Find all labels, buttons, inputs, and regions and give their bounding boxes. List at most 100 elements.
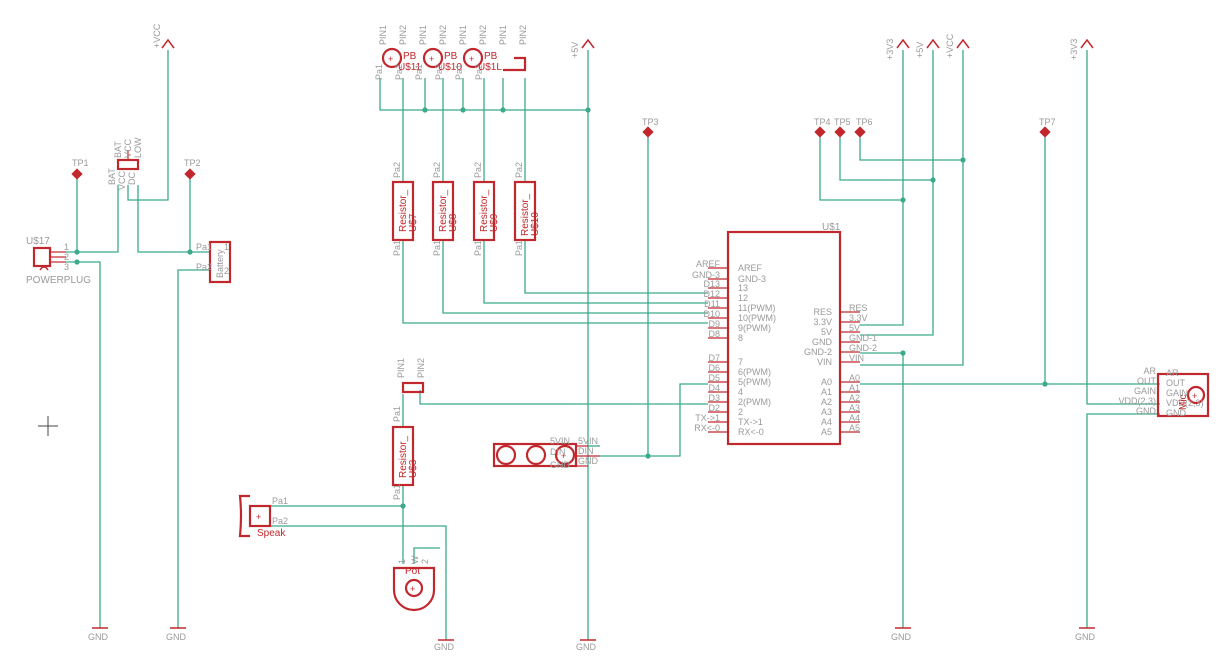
arduino-pin-label: RX<-0 xyxy=(694,423,720,433)
battery[interactable]: Pa1 Pa2 Battery 1 2 xyxy=(196,240,232,284)
test-point-tp3[interactable]: TP3 xyxy=(642,117,659,138)
resistor-u7[interactable]: Pa2 Pa1 Resistor_ U$7 xyxy=(391,162,419,256)
junctions xyxy=(74,107,1048,509)
svg-text:GND: GND xyxy=(166,632,187,642)
arduino-pin-label: A0 xyxy=(849,373,860,383)
mic-pin-label: GAIN xyxy=(1134,386,1156,396)
resistor-u3[interactable]: Pa1 Pa1 Resistor_ U$3 xyxy=(391,406,419,500)
cursor-crosshair-icon xyxy=(38,416,58,436)
v3v3-symbol-far-right: +3V3 xyxy=(1069,39,1094,60)
vcc-symbol-right: +VCC xyxy=(945,33,970,58)
arduino-pin-inner-label: GND xyxy=(812,337,833,347)
arduino-pin-label: TX->1 xyxy=(695,413,720,423)
arduino-pin-label: A2 xyxy=(849,393,860,403)
arduino-pin-label: A1 xyxy=(849,383,860,393)
svg-text:GND: GND xyxy=(434,642,455,652)
arduino-pin-label: A5 xyxy=(849,423,860,433)
svg-text:5VIN: 5VIN xyxy=(578,436,598,446)
gnd-symbol-3: GND xyxy=(434,639,455,652)
arduino-pin-label: D2 xyxy=(708,403,720,413)
vcc-symbol-left: +VCC xyxy=(152,23,175,49)
small-connector[interactable]: PIN1 PIN2 xyxy=(396,358,426,394)
svg-text:Resistor_: Resistor_ xyxy=(520,193,531,236)
svg-text:VCC: VCC xyxy=(117,170,127,190)
push-button-3[interactable]: + PIN1 PIN2 Pa1 Pa2 PB U$1L xyxy=(454,25,502,80)
svg-text:POWERPLUG: POWERPLUG xyxy=(26,275,91,286)
resistor-u8[interactable]: Pa2 Pa1 Resistor_ U$8 xyxy=(431,162,459,256)
arduino-pin-label: GND-2 xyxy=(849,343,877,353)
svg-text:Pa1: Pa1 xyxy=(196,242,212,252)
arduino-pin-inner-label: 13 xyxy=(738,283,748,293)
mic-pin-inner-label: GND xyxy=(1166,408,1187,418)
mic-pin-label: VDD(2,3) xyxy=(1118,396,1156,406)
svg-text:Pot: Pot xyxy=(405,566,420,577)
test-point-tp7[interactable]: TP7 xyxy=(1039,117,1056,138)
svg-text:Resistor_: Resistor_ xyxy=(479,189,490,232)
svg-text:+: + xyxy=(1192,391,1197,401)
test-point-tp4[interactable]: TP4 xyxy=(814,117,831,138)
resistor-u10[interactable]: Pa2 Pa1 Resistor_ U$10 xyxy=(513,162,541,256)
svg-text:U$1L: U$1L xyxy=(478,62,502,73)
arduino-pin-label: D11 xyxy=(704,299,720,309)
arduino-pin-inner-label: 10(PWM) xyxy=(738,313,776,323)
svg-text:DC: DC xyxy=(127,172,137,185)
push-button-2[interactable]: + PIN1 PIN2 Pa1 Pa2 PB U$10 xyxy=(414,25,462,80)
power-plug[interactable]: 1 2 3 U$17 POWERPLUG xyxy=(26,236,91,286)
svg-text:Pa1: Pa1 xyxy=(473,240,483,256)
arduino-pin-inner-label: AREF xyxy=(738,263,763,273)
svg-text:PIN1: PIN1 xyxy=(498,25,508,45)
power-switch[interactable]: BAT VCC LOW BAT VCC DC xyxy=(107,137,143,190)
potentiometer[interactable]: + Pot 1 W 2 xyxy=(392,555,436,612)
svg-text:Pa2: Pa2 xyxy=(394,64,404,80)
svg-text:+: + xyxy=(410,584,415,594)
svg-text:2: 2 xyxy=(64,252,69,262)
speaker[interactable]: + Pa1 Pa2 Speak xyxy=(238,494,288,539)
led-strip[interactable]: + 5VIN DIN GND 5VIN DIN GND xyxy=(492,436,600,470)
arduino-pin-inner-label: RX<-0 xyxy=(738,427,764,437)
svg-text:PIN2: PIN2 xyxy=(438,25,448,45)
svg-text:Pa2: Pa2 xyxy=(196,262,212,272)
arduino-pin-inner-label: 4 xyxy=(738,387,743,397)
arduino-pin-inner-label: GND-3 xyxy=(738,274,766,284)
svg-text:Pa1: Pa1 xyxy=(414,64,424,80)
svg-text:GND: GND xyxy=(578,456,599,466)
test-point-tp1[interactable]: TP1 xyxy=(71,158,89,180)
arduino-pin-inner-label: VIN xyxy=(817,357,832,367)
gnd-symbol-2: GND xyxy=(166,627,187,642)
svg-text:Pa1: Pa1 xyxy=(392,484,402,500)
svg-text:GND: GND xyxy=(550,460,571,470)
push-button-1[interactable]: + PIN1 PIN2 Pa1 Pa2 PB U$11 xyxy=(374,25,422,80)
mic-pin-label: GND xyxy=(1136,406,1157,416)
svg-text:Pa1: Pa1 xyxy=(374,64,384,80)
arduino-pin-label: VIN xyxy=(849,353,864,363)
svg-text:Pa1: Pa1 xyxy=(514,240,524,256)
svg-text:U$11: U$11 xyxy=(398,62,422,73)
gnd-symbol-1: GND xyxy=(88,627,109,642)
svg-text:U$10: U$10 xyxy=(530,212,541,236)
arduino-pin-inner-label: A4 xyxy=(821,417,832,427)
svg-text:+: + xyxy=(561,451,566,461)
svg-text:BAT: BAT xyxy=(113,141,123,158)
arduino-pin-inner-label: GND-2 xyxy=(804,347,832,357)
arduino-pin-label: GND-3 xyxy=(692,270,720,280)
gnd-symbol-4: GND xyxy=(576,639,597,652)
svg-text:U$9: U$9 xyxy=(489,213,500,232)
test-point-tp2[interactable]: TP2 xyxy=(184,158,201,180)
svg-text:TP5: TP5 xyxy=(834,117,851,127)
svg-text:Pa1: Pa1 xyxy=(392,240,402,256)
button-connector[interactable]: PIN1 PIN2 xyxy=(498,25,528,72)
mic-pin-label: OUT xyxy=(1137,376,1157,386)
svg-text:+5V: +5V xyxy=(570,42,580,58)
svg-text:2: 2 xyxy=(420,559,430,564)
svg-text:Pa2: Pa2 xyxy=(473,162,483,178)
svg-text:+: + xyxy=(388,54,393,64)
svg-text:Pa2: Pa2 xyxy=(392,162,402,178)
test-point-tp6[interactable]: TP6 xyxy=(854,117,873,138)
test-point-tp5[interactable]: TP5 xyxy=(834,117,851,138)
resistor-u9[interactable]: Pa2 Pa1 Resistor_ U$9 xyxy=(472,162,500,256)
